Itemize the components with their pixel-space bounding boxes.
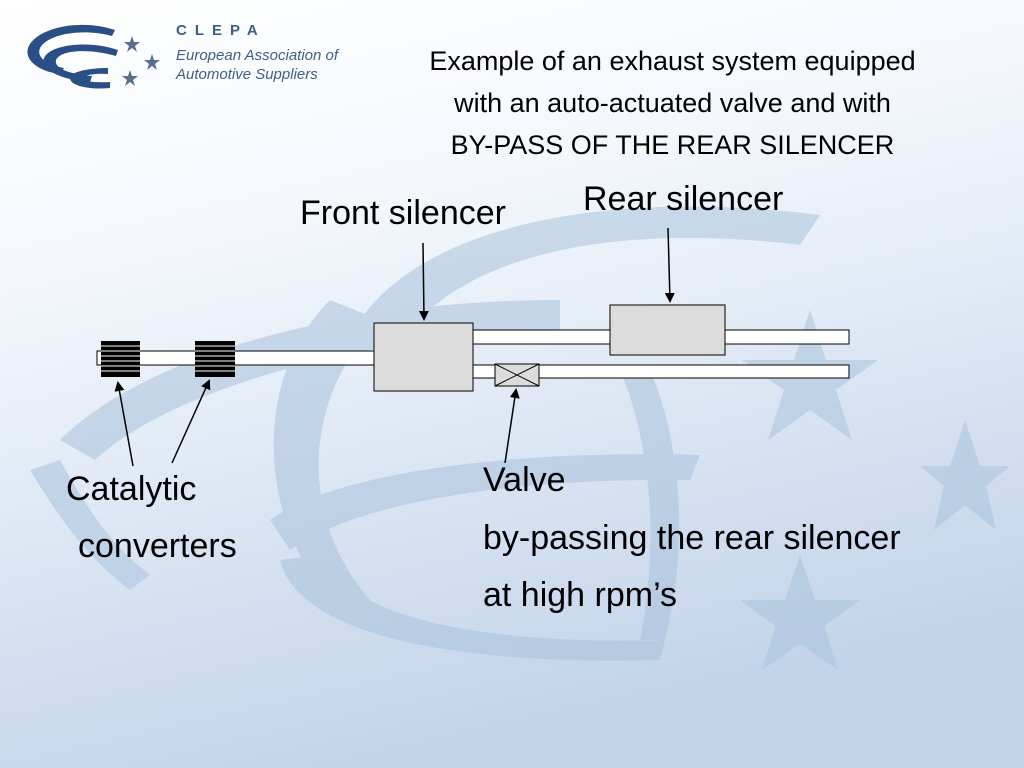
valve — [494, 363, 540, 387]
label-rear-silencer: Rear silencer — [583, 180, 784, 218]
logo-name: CLEPA — [176, 22, 266, 39]
catalytic-converter-2 — [195, 341, 235, 377]
catalytic-converter-1 — [101, 341, 140, 377]
label-front-silencer: Front silencer — [300, 194, 506, 232]
label-valve: Valve — [483, 461, 566, 499]
label-valve-desc-line1: by-passing the rear silencer — [483, 519, 901, 557]
rear-silencer — [609, 304, 726, 356]
title-line3: BY-PASS OF THE REAR SILENCER — [450, 130, 895, 160]
front-silencer — [373, 322, 474, 392]
clepa-logo — [27, 24, 160, 89]
arrow-valve — [504, 388, 520, 464]
title-line2: with an auto-actuated valve and with — [454, 88, 891, 118]
label-catalytic-line2: converters — [78, 527, 237, 565]
label-catalytic-line1: Catalytic — [66, 470, 197, 508]
slide-title: Example of an exhaust system equipped wi… — [340, 40, 1005, 166]
arrow-front-silencer — [418, 242, 429, 321]
logo-subtitle-line1: European Association of — [176, 47, 339, 64]
label-valve-desc-line2: at high rpm’s — [483, 576, 678, 614]
logo-subtitle-line2: Automotive Suppliers — [176, 66, 318, 83]
arrow-catalytic-1 — [114, 381, 134, 467]
arrow-rear-silencer — [664, 227, 675, 303]
title-line1: Example of an exhaust system equipped — [429, 46, 916, 76]
arrow-catalytic-2 — [171, 379, 211, 464]
